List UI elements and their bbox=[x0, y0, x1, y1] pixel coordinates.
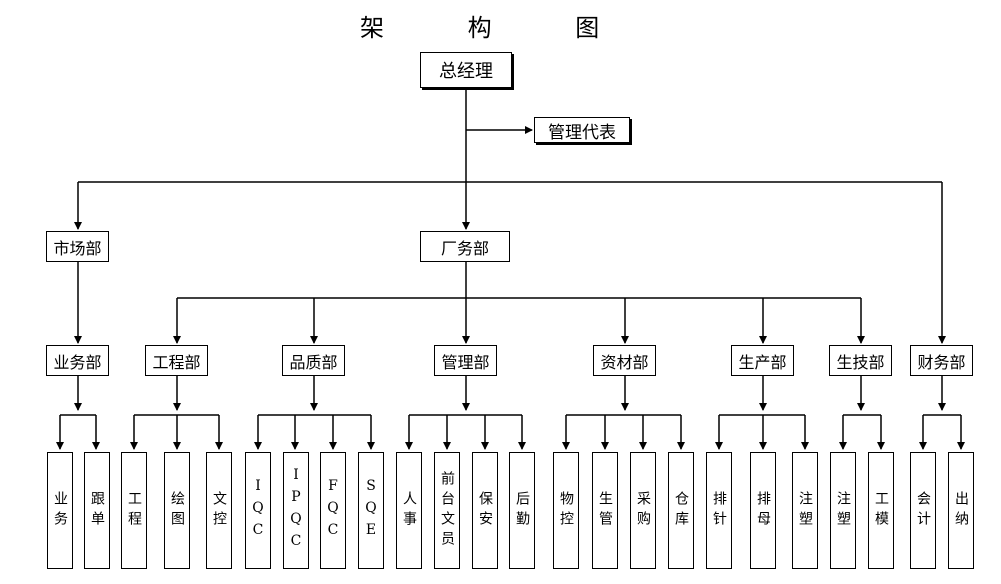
node-materials-dept: 资材部 bbox=[593, 345, 656, 376]
leaf-shengguan: 生管 bbox=[592, 452, 618, 569]
leaf-baoan: 保安 bbox=[472, 452, 498, 569]
leaf-gendan: 跟单 bbox=[84, 452, 110, 569]
leaf-wenkong: 文控 bbox=[206, 452, 232, 569]
leaf-gongcheng: 工程 bbox=[121, 452, 147, 569]
leaf-chuna: 出纳 bbox=[948, 452, 974, 569]
leaf-ipqc: IPQC bbox=[283, 452, 309, 569]
leaf-caigou: 采购 bbox=[630, 452, 656, 569]
node-market-dept: 市场部 bbox=[46, 231, 109, 262]
node-production-dept: 生产部 bbox=[731, 345, 794, 376]
node-engineering-dept: 工程部 bbox=[145, 345, 208, 376]
node-quality-dept: 品质部 bbox=[282, 345, 345, 376]
node-factory-dept: 厂务部 bbox=[420, 231, 510, 262]
leaf-zhusu-tech: 注塑 bbox=[830, 452, 856, 569]
node-tech-dept: 生技部 bbox=[829, 345, 892, 376]
node-finance-dept: 财务部 bbox=[910, 345, 973, 376]
leaf-huitu: 绘图 bbox=[164, 452, 190, 569]
leaf-iqc: IQC bbox=[245, 452, 271, 569]
node-management-rep: 管理代表 bbox=[534, 117, 630, 143]
node-general-manager: 总经理 bbox=[420, 52, 512, 88]
leaf-gongmo: 工模 bbox=[868, 452, 894, 569]
leaf-paimu: 排母 bbox=[750, 452, 776, 569]
node-management-dept: 管理部 bbox=[434, 345, 497, 376]
leaf-fqc: FQC bbox=[320, 452, 346, 569]
page-title: 架 构 图 bbox=[360, 14, 638, 42]
leaf-kuaiji: 会计 bbox=[910, 452, 936, 569]
leaf-sqe: SQE bbox=[358, 452, 384, 569]
leaf-zhusu-production: 注塑 bbox=[792, 452, 818, 569]
leaf-houqin: 后勤 bbox=[509, 452, 535, 569]
leaf-yewu: 业务 bbox=[47, 452, 73, 569]
leaf-cangku: 仓库 bbox=[668, 452, 694, 569]
leaf-renshi: 人事 bbox=[396, 452, 422, 569]
leaf-qiantai: 前台文员 bbox=[434, 452, 460, 569]
node-business-dept: 业务部 bbox=[46, 345, 109, 376]
leaf-paizhen: 排针 bbox=[706, 452, 732, 569]
leaf-wukong: 物控 bbox=[553, 452, 579, 569]
